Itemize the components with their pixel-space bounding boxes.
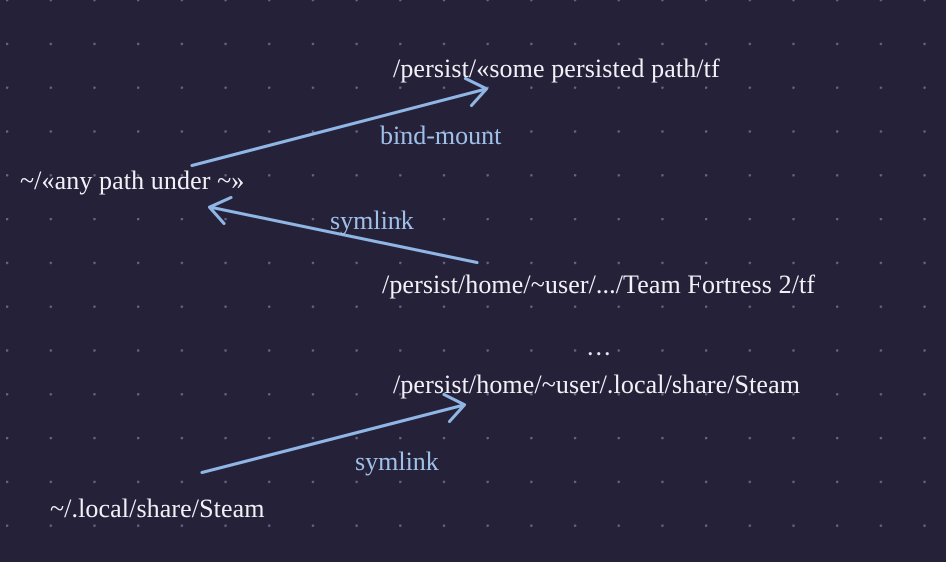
edge-label-bind-mount: bind-mount [380, 121, 502, 150]
node-persist-some-path-tf: /persist/«some persisted path/tf [393, 54, 720, 83]
node-persist-home-tf2: /persist/home/~user/.../Team Fortress 2/… [382, 270, 816, 299]
edge-label-symlink-steam: symlink [355, 447, 439, 476]
node-persist-home-steam: /persist/home/~user/.local/share/Steam [393, 370, 801, 399]
edge-label-symlink-tf: symlink [330, 206, 414, 235]
ellipsis-separator: ... [587, 332, 613, 361]
node-home-any-path: ~/«any path under ~» [20, 166, 245, 195]
node-home-steam: ~/.local/share/Steam [50, 494, 265, 523]
